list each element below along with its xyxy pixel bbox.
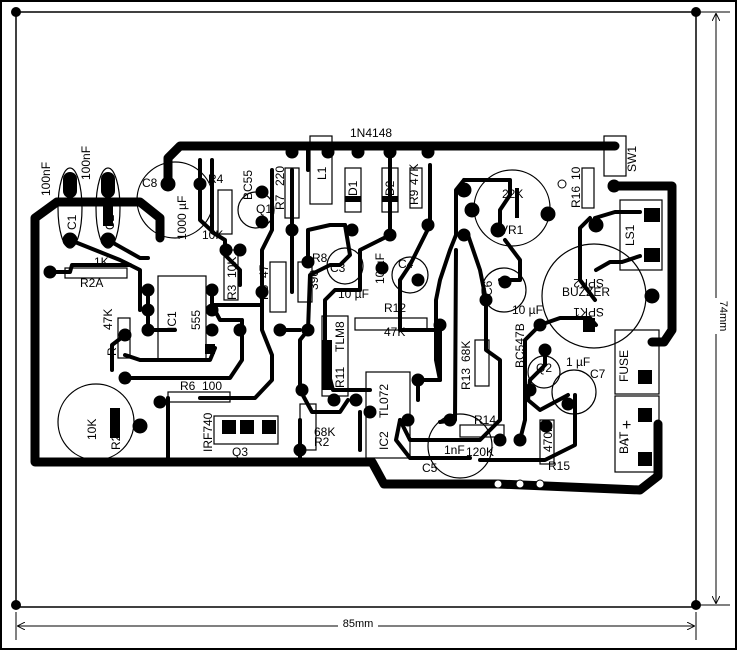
vr1-value-label: 22K (502, 187, 523, 201)
r7-label: R7 (273, 194, 287, 210)
c8-outline (136, 161, 214, 239)
fuse-label: FUSE (617, 350, 631, 382)
c8-value-label: 1000 µF (175, 196, 189, 240)
ls1-label: LS1 (623, 224, 637, 246)
r3-label: R3 (225, 284, 239, 300)
r2a-label: R2A (80, 276, 103, 290)
buzzer-label: BUZZER (562, 285, 610, 299)
d2-label: D2 (383, 180, 397, 196)
width-label: 85mm (343, 618, 374, 630)
r14-value-label: 120K (466, 445, 494, 459)
q1-label: Q1 (256, 202, 272, 216)
c7-value-label: 1 µF (566, 355, 590, 369)
c2-outline (95, 167, 121, 249)
r12-value-label: 47K (384, 325, 405, 339)
r8-value-label: 390 (307, 270, 321, 290)
ic1-outline (157, 275, 207, 361)
q3-outline (213, 415, 279, 445)
r15-value-label: 470K (541, 424, 555, 452)
c6-value-label: 10 µF (512, 303, 543, 317)
irf740-label: IRF740 (201, 412, 215, 452)
r9-label: R9 (407, 189, 421, 205)
r14-label: R14 (474, 413, 496, 427)
height-dimension: 74mm (698, 11, 730, 606)
r9-value-label: 47K (407, 164, 421, 185)
q3-label: Q3 (232, 445, 248, 459)
r8-label: R8 (312, 251, 328, 265)
c7-label: C7 (590, 367, 606, 381)
diode-label: 1N4148 (350, 126, 392, 140)
filled-bodies (63, 172, 660, 466)
r16-value-label: 10 (569, 166, 583, 180)
r5-label: R5 (257, 284, 271, 300)
q2-label: Q2 (536, 361, 552, 375)
r13-label: R13 (459, 368, 473, 390)
height-label: 74mm (717, 301, 729, 332)
r2b-label: R2B (109, 427, 123, 450)
c2-label: C2 (103, 214, 117, 230)
r3-value-label: 10K (202, 228, 223, 242)
vr1-label: VR1 (500, 223, 524, 237)
bat-plus-label: + (622, 417, 631, 434)
r-47k-label: 47K (101, 309, 115, 330)
r-vr-label: R (105, 347, 119, 356)
bat-minus-label: - (624, 431, 629, 448)
r4-value-label: 10K (225, 257, 239, 278)
c6-label: C6 (481, 280, 495, 296)
c4-label: C4 (398, 257, 414, 271)
r2-label: R2 (314, 435, 330, 449)
r13-value-label: 68K (459, 341, 473, 362)
ic1-label: IC1 (165, 311, 179, 330)
c8-label: C8 (142, 176, 158, 190)
c5-value-label: 1nF (444, 443, 465, 457)
c4-value-label: 10 µF (373, 253, 387, 284)
ic2-label: IC2 (377, 431, 391, 450)
pads (43, 145, 660, 489)
bc547b-label: BC547B (513, 323, 527, 368)
c2-value-label: 100nF (79, 146, 93, 180)
r16-label: R16 (569, 186, 583, 208)
sw1-label: SW1 (625, 146, 639, 172)
r15-label: R15 (548, 459, 570, 473)
c3-label: C3 (330, 261, 346, 275)
d1-label: D1 (346, 180, 360, 196)
c1-outline (57, 167, 83, 249)
bc55-label: BC55 (241, 170, 255, 200)
mounting-holes (11, 7, 701, 610)
r4-label: R4 (208, 172, 224, 186)
r12-label: R12 (384, 301, 406, 315)
c5-label: C5 (422, 461, 438, 475)
r11-label: R11 (333, 367, 347, 388)
r1-value-label: 1K (94, 255, 109, 269)
c1-label: C1 (65, 214, 79, 230)
r5-value-label: 47 (257, 264, 271, 278)
board-outline (15, 11, 697, 608)
r6-label: R6 (180, 379, 196, 393)
bat-label: BAT (617, 431, 631, 454)
silkscreen-labels: 100nF 100nF C1 C2 C8 1000 µF R4 10K BC55… (39, 126, 639, 475)
tl072-label: TL072 (377, 384, 391, 418)
r2b-value-label: 10K (85, 419, 99, 440)
spk2-label: SPK2 (573, 276, 604, 290)
width-dimension: 85mm (15, 612, 697, 640)
r2-value-label: 68K (314, 425, 335, 439)
c1-value-label: 100nF (39, 162, 53, 196)
r220-label: 220 (273, 166, 287, 186)
l1-label: L1 (315, 166, 329, 180)
tlm8-label: TLM8 (333, 321, 347, 352)
c3-value-label: 10 µF (338, 287, 369, 301)
spk1-label: SPK1 (573, 305, 604, 319)
ic1-part-label: 555 (189, 310, 203, 330)
r6-value-label: 100 (202, 379, 222, 393)
